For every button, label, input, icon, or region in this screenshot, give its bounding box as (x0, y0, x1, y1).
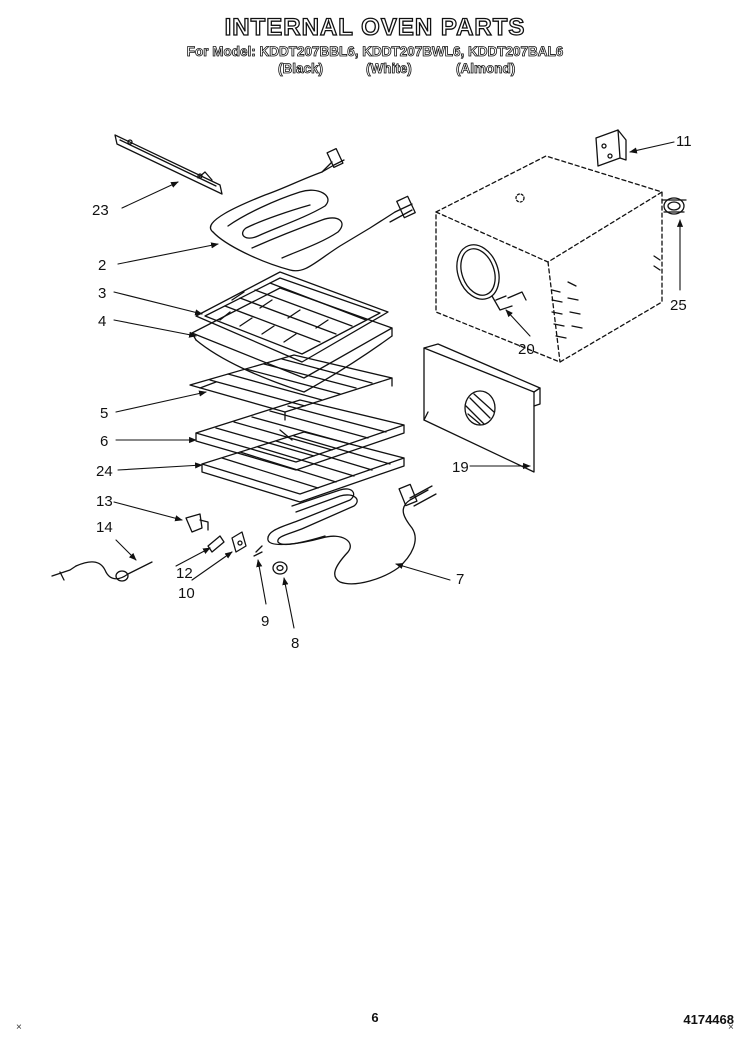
callout-24: 24 (96, 463, 113, 480)
variant-black: (Black) (278, 61, 324, 77)
callout-4: 4 (98, 313, 106, 330)
document-number: 4174468 (683, 1012, 734, 1027)
part-24-oven-rack (201, 431, 405, 503)
model-list: For Model: KDDT207BBL6, KDDT207BWL6, KDD… (186, 44, 564, 60)
callout-7: 7 (456, 571, 464, 588)
part-11-mounting-bracket (595, 129, 627, 167)
corner-mark-left: × (16, 1022, 22, 1033)
callout-6: 6 (100, 433, 108, 450)
callout-3: 3 (98, 285, 106, 302)
callout-25: 25 (670, 297, 687, 314)
callout-12: 12 (176, 565, 193, 582)
oven-cavity (435, 155, 663, 363)
callout-8: 8 (291, 635, 299, 652)
part-25-wire-clip (661, 197, 687, 215)
callout-14: 14 (96, 519, 113, 536)
part-19-convection-baffle (423, 343, 541, 473)
part-2-broil-element (209, 147, 416, 272)
part-5-oven-rack (189, 354, 393, 421)
callout-5: 5 (100, 405, 108, 422)
part-3-broil-pan-insert (195, 271, 389, 363)
part-7-bake-element (267, 483, 437, 585)
page-title: INTERNAL OVEN PARTS (224, 13, 526, 41)
callout-labels: 23 2 3 4 5 6 24 13 14 12 10 9 8 7 11 25 … (92, 133, 692, 652)
callout-13: 13 (96, 493, 113, 510)
part-8-nut (272, 561, 288, 575)
callout-19: 19 (452, 459, 469, 476)
callout-9: 9 (261, 613, 269, 630)
variant-almond: (Almond) (456, 61, 516, 77)
leader-lines (113, 141, 684, 629)
part-20-convection-element (456, 244, 527, 311)
part-10-clip (231, 531, 247, 553)
callout-10: 10 (178, 585, 195, 602)
part-14-temperature-sensor (51, 561, 153, 582)
part-23-bracket (114, 134, 223, 195)
page-number: 6 (371, 1010, 379, 1025)
callout-2: 2 (98, 257, 106, 274)
part-13-sensor-bracket (185, 513, 209, 533)
callout-23: 23 (92, 202, 109, 219)
callout-20: 20 (518, 341, 535, 358)
variant-white: (White) (366, 61, 413, 77)
callout-11: 11 (676, 133, 692, 150)
part-12-sleeve (207, 535, 225, 553)
part-9-screw (253, 545, 263, 557)
corner-mark-right: × (728, 1022, 734, 1033)
